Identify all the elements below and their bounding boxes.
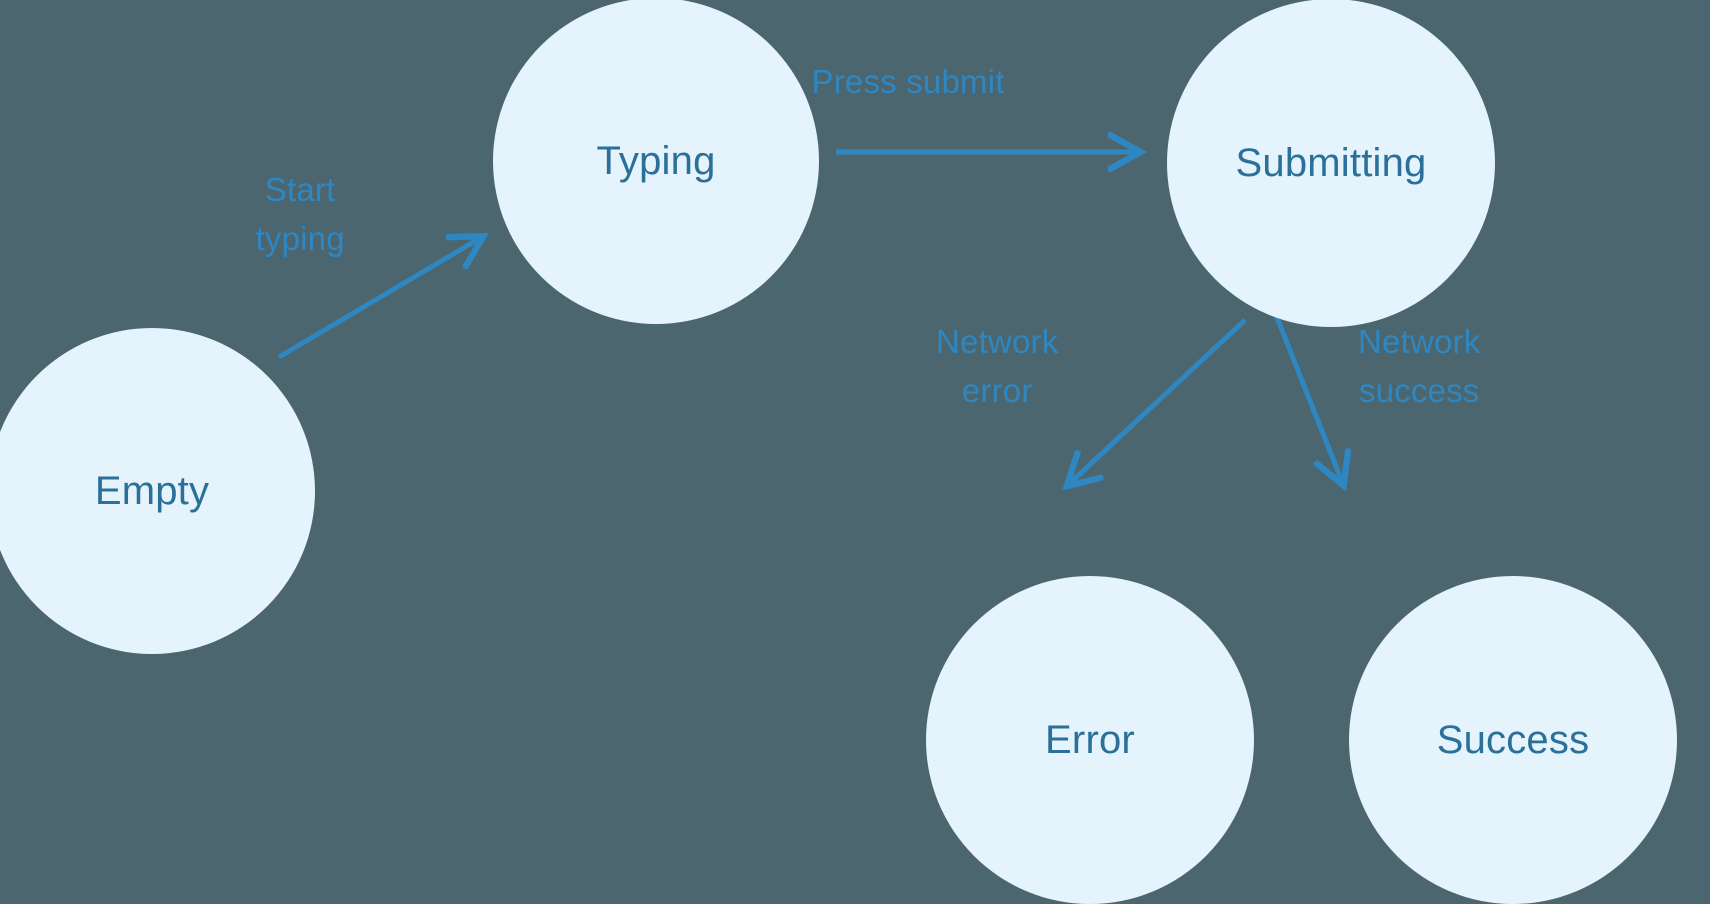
node-error[interactable]: Error: [926, 576, 1254, 904]
edge-submitting-to-error: [1068, 318, 1247, 485]
edge-label-start-typing: Start typing: [255, 171, 345, 257]
edges-layer: [277, 0, 1710, 870]
node-typing-label: Typing: [596, 139, 716, 183]
edge-empty-to-typing: [277, 237, 482, 360]
node-typing[interactable]: Typing: [493, 0, 819, 324]
node-success[interactable]: Success: [1349, 576, 1677, 904]
edge-submitting-to-success: [1269, 304, 1343, 484]
edge-label-network-success: Network success: [1358, 323, 1481, 409]
node-empty-label: Empty: [94, 469, 210, 513]
node-submitting[interactable]: Submitting: [1167, 0, 1495, 327]
node-empty[interactable]: Empty: [0, 328, 315, 654]
edge-label-network-error: Network error: [936, 323, 1059, 409]
node-error-label: Error: [1045, 718, 1135, 762]
edge-label-press-submit: Press submit: [811, 62, 1005, 100]
node-success-label: Success: [1436, 718, 1590, 762]
node-submitting-label: Submitting: [1235, 141, 1427, 185]
